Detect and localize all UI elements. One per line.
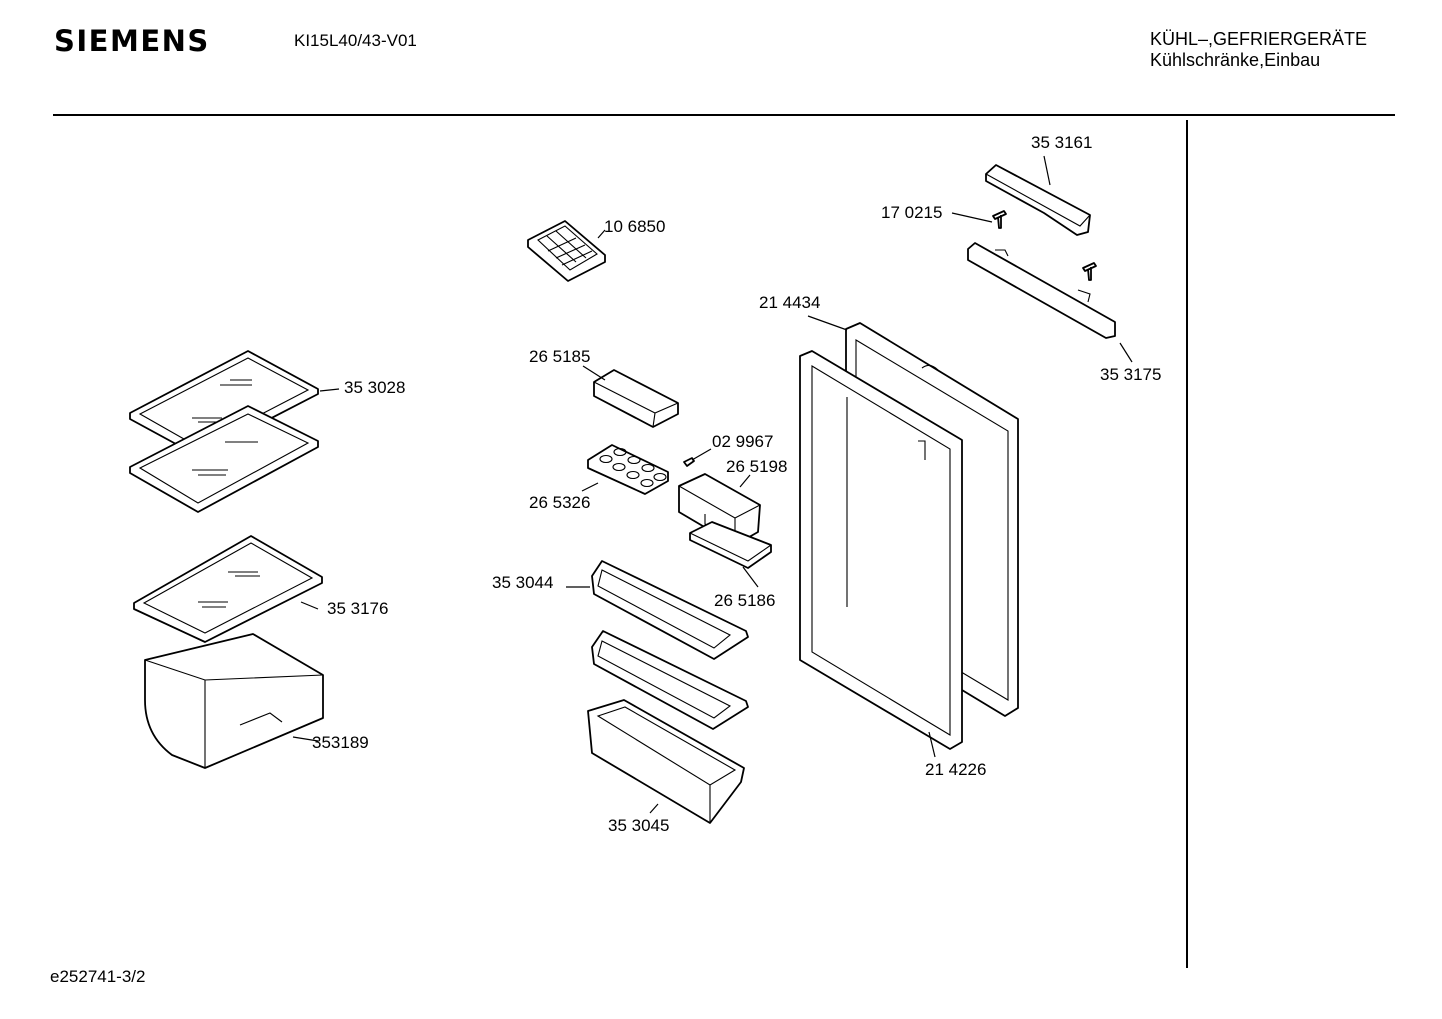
model-number: KI15L40/43-V01 xyxy=(294,31,417,50)
part-label-214226: 21 4226 xyxy=(925,760,986,779)
part-label-265185: 26 5185 xyxy=(529,347,590,366)
door-gasket-seal xyxy=(799,350,963,750)
part-label-265198: 26 5198 xyxy=(726,457,787,476)
part-label-106850: 10 6850 xyxy=(604,217,665,236)
vegetable-crisper-drawer xyxy=(144,633,324,769)
part-label-353045: 35 3045 xyxy=(608,816,669,835)
glass-shelf-upper xyxy=(129,350,319,457)
door-handle-cover xyxy=(985,164,1091,236)
part-label-353044: 35 3044 xyxy=(492,573,553,592)
door-hinge-bracket xyxy=(967,242,1116,339)
part-label-353028: 35 3028 xyxy=(344,378,405,397)
glass-shelf-upper-2 xyxy=(129,405,319,513)
dairy-compartment-base xyxy=(689,521,772,569)
part-label-353161: 35 3161 xyxy=(1031,133,1092,152)
document-reference: e252741-3/2 xyxy=(50,967,146,986)
part-label-170215: 17 0215 xyxy=(881,203,942,222)
part-label-214434: 21 4434 xyxy=(759,293,820,312)
egg-tray xyxy=(587,444,669,495)
category-title: KÜHL–,GEFRIERGERÄTE xyxy=(1150,29,1368,49)
part-label-353176: 35 3176 xyxy=(327,599,388,618)
part-label-353189: 353189 xyxy=(312,733,369,752)
glass-shelf-middle xyxy=(133,535,323,643)
header-divider xyxy=(53,114,1395,116)
brand-logo: SIEMENS xyxy=(54,24,210,58)
part-label-029967: 02 9967 xyxy=(712,432,773,451)
part-label-265186: 26 5186 xyxy=(714,591,775,610)
butter-dish xyxy=(593,369,679,428)
door-tray-upper xyxy=(591,560,749,660)
category-subtitle: Kühlschränke,Einbau xyxy=(1150,50,1321,70)
part-label-265326: 26 5326 xyxy=(529,493,590,512)
margin-divider xyxy=(1186,120,1188,968)
part-label-353175: 35 3175 xyxy=(1100,365,1161,384)
leader-lines xyxy=(292,155,1133,814)
hinge-screw-2 xyxy=(1082,262,1097,281)
hinge-screw-1 xyxy=(992,210,1007,229)
screw-small xyxy=(683,457,695,467)
door-tray-bottom xyxy=(587,699,745,824)
door-tray-middle xyxy=(591,630,749,730)
ice-cube-tray xyxy=(527,220,606,282)
